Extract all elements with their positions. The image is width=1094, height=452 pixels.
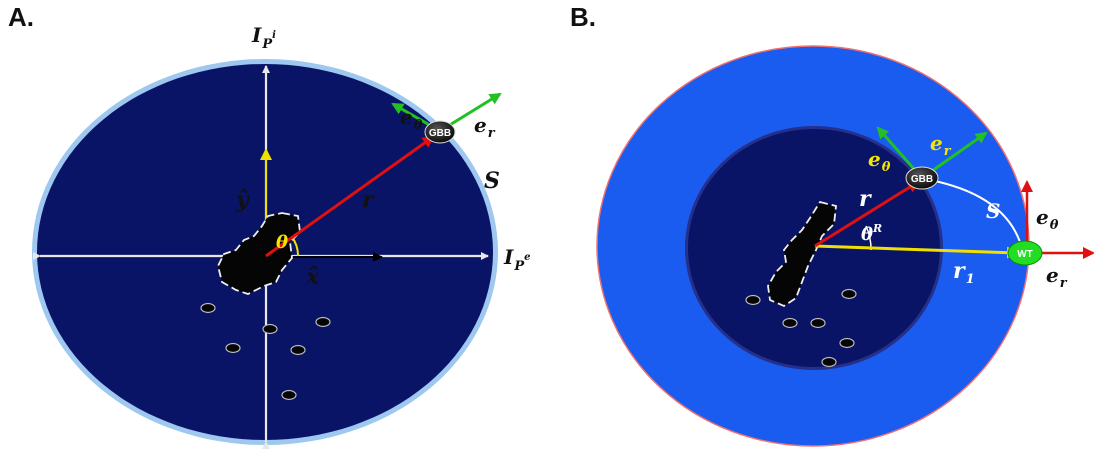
axis-top-label-a: IPi	[251, 23, 276, 52]
theta-arc-b	[865, 225, 872, 251]
s-label-a: S	[484, 168, 500, 194]
panel-b-label: B.	[570, 2, 596, 32]
tumor-mass-b	[767, 200, 837, 308]
s-arc-b	[929, 179, 1024, 253]
e-r-label-a: er	[474, 113, 496, 141]
e-theta-label-a: eθ	[400, 105, 423, 133]
vesicles-a	[200, 302, 331, 401]
r1-vector-b	[814, 244, 1019, 259]
axis-right-label-a: IPe	[503, 245, 531, 274]
r-label-b: r	[859, 186, 872, 212]
e-theta-label-wt-b: eθ	[1036, 205, 1059, 233]
panel-a: GBB IPi IPe eθ er S r θ ŷ x̂	[32, 23, 531, 449]
r-vector-a	[265, 135, 435, 258]
tumor-mass-a	[217, 212, 301, 295]
gbb-label-a: GBB	[429, 128, 451, 139]
x-hat-label-a: x̂	[305, 264, 320, 290]
wt-node-b	[1007, 240, 1043, 266]
gbb-node-a	[424, 120, 456, 144]
wt-label-b: WT	[1017, 249, 1033, 260]
panel-a-label: A.	[8, 2, 34, 32]
vesicles-b	[745, 288, 857, 368]
r-label-a: r	[362, 187, 375, 213]
e-r-label-gbb-b: er	[930, 131, 952, 159]
theta-label-a: θ	[276, 232, 288, 253]
r1-label-b: r1	[953, 258, 975, 287]
y-hat-label-a: ŷ	[235, 187, 251, 213]
gbb-label-b: GBB	[911, 174, 933, 185]
e-theta-label-gbb-b: eθ	[868, 147, 891, 175]
panel-b: GBB WT eθ er S r θR r1 eθ er	[596, 45, 1094, 447]
r-vector-b	[814, 180, 920, 248]
s-label-b: S	[986, 199, 1000, 223]
e-r-label-wt-b: er	[1046, 263, 1068, 291]
theta-r-label-b: θR	[861, 222, 882, 245]
gbb-node-b	[905, 166, 939, 190]
